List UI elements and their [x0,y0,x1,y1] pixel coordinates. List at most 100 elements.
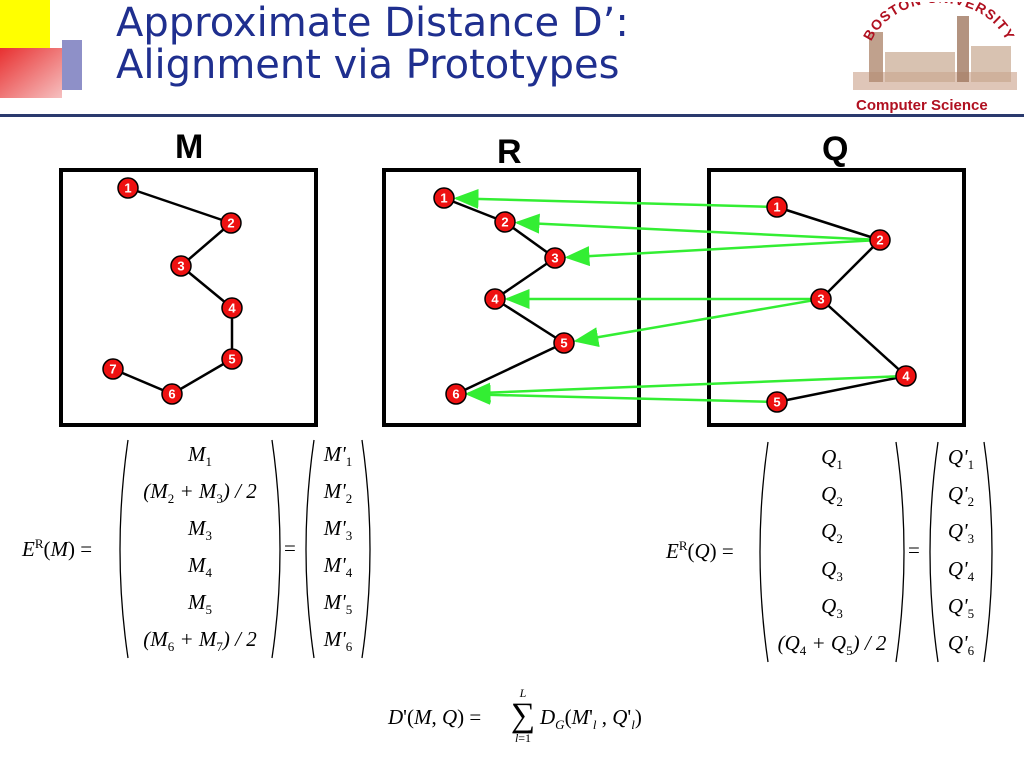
right-vector-entry-2: Q2 [821,481,843,510]
deco-red-square [0,48,62,98]
logo-caption: Computer Science [856,97,988,114]
summation-upper-limit: L [519,686,527,700]
node-r-5: 5 [553,332,575,354]
left-result-entry-4: M'4 [323,553,353,581]
node-label: 2 [227,216,234,231]
left-prototype-vector: M1 (M2 + M3) / 2 M3 M4 M5 (M6 + M7) / 2 [128,438,272,660]
node-m-4: 4 [221,297,243,319]
edge-q-4-5 [776,374,907,404]
node-label: 1 [773,200,780,215]
node-label: 4 [228,301,236,316]
panel-label-r: R [497,133,522,171]
distance-formula: D'(M, Q) = [388,705,482,729]
node-label: 3 [177,259,184,274]
right-vector-entry-4: Q3 [821,556,843,584]
alignment-arrow-q2-to-r3 [564,239,871,267]
node-m-5: 5 [221,348,243,370]
left-vector-entry-5: M5 [188,590,212,618]
panel-label-m: M [175,128,204,166]
deco-yellow-square [0,0,50,48]
left-vector-entry-2: (M2 + M3) / 2 [143,479,257,507]
right-result-entry-5: Q'5 [947,593,975,622]
node-r-3: 3 [544,247,566,269]
node-q-4: 4 [895,365,917,387]
node-label: 4 [491,292,499,307]
left-equation-lhs: ER(M) = [22,536,93,561]
right-result-entry-6: Q'6 [947,631,975,659]
distance-summand: DG(M'l , Q'l) [540,705,642,733]
node-label: 2 [501,215,508,230]
summation-lower-limit: l=1 [514,731,532,745]
edge-q-1-2 [776,205,881,242]
node-label: 3 [551,251,558,266]
right-vector-entry-3: Q2 [821,519,843,547]
summation: L ∑ l=1 [508,686,538,746]
right-vector-entry-6: (Q4 + Q5) / 2 [777,631,887,659]
node-m-2: 2 [220,212,242,234]
panel-r-frame [382,168,641,427]
left-result-entry-5: M'5 [323,590,353,618]
node-label: 3 [817,292,824,307]
right-vector-entry-1: Q1 [821,444,843,472]
right-vector-open-paren [759,441,769,663]
left-result-vector: M'1 M'2 M'3 M'4 M'5 M'6 [314,438,362,660]
left-vector-entry-6: (M6 + M7) / 2 [143,627,257,655]
right-prototype-vector: Q1 Q2 Q2 Q3 Q3 (Q4 + Q5) / 2 [768,440,896,664]
node-label: 4 [902,369,910,384]
left-equals: = [284,536,296,560]
left-result-close-paren [361,439,371,659]
node-label: 1 [440,191,447,206]
right-result-entry-3: Q'3 [947,519,975,547]
alignment-diagram: 1 2 3 4 5 6 7 1 2 3 4 5 6 1 2 3 4 5 [59,168,966,427]
right-vector-close-paren [895,441,905,663]
summation-sign: ∑ [510,697,536,734]
left-vector-close-paren [271,439,281,659]
node-q-5: 5 [766,391,788,413]
node-r-1: 1 [433,187,455,209]
alignment-arrow-q3-to-r5 [573,299,812,348]
node-label: 5 [228,352,235,367]
node-label: 7 [109,362,116,377]
panel-m-frame [59,168,318,427]
node-q-2: 2 [869,229,891,251]
node-label: 2 [876,233,883,248]
left-result-entry-2: M'2 [323,479,353,507]
left-vector-entry-1: M1 [188,442,212,470]
right-result-vector: Q'1 Q'2 Q'3 Q'4 Q'5 Q'6 [938,440,984,664]
right-equals: = [908,538,920,562]
left-vector-entry-3: M3 [188,516,212,544]
right-equation-lhs: ER(Q) = [666,538,734,563]
node-q-1: 1 [766,196,788,218]
edge-m-5-6 [171,357,233,396]
node-r-6: 6 [445,383,467,405]
node-label: 6 [168,387,175,402]
page-title: Approximate Distance D’: Alignment via P… [116,2,629,86]
right-result-entry-1: Q'1 [947,444,975,472]
panel-q-frame [707,168,966,427]
title-line-1: Approximate Distance D’: [116,0,629,46]
alignment-arrow-q1-to-r1 [453,188,768,209]
node-r-2: 2 [494,211,516,233]
university-logo: BOSTON UNIVERSITY [853,2,1017,90]
left-vector-entry-4: M4 [188,553,212,581]
node-m-6: 6 [161,383,183,405]
node-m-1: 1 [117,177,139,199]
alignment-arrow-q5-to-r6 [465,384,768,405]
node-m-7: 7 [102,358,124,380]
left-result-entry-3: M'3 [323,516,353,544]
deco-blue-bar [62,40,82,90]
title-divider [0,114,1024,117]
alignment-arrow-q4-to-r6 [465,375,897,403]
node-r-4: 4 [484,288,506,310]
corner-decoration [0,0,82,98]
right-result-close-paren [983,441,993,663]
node-label: 6 [452,387,459,402]
edge-m-3-4 [180,265,233,309]
node-q-3: 3 [810,288,832,310]
left-result-open-paren [305,439,315,659]
edge-m-2-3 [180,222,232,267]
edge-q-3-4 [820,298,907,377]
left-result-entry-6: M'6 [323,627,353,655]
panel-label-q: Q [822,130,849,168]
